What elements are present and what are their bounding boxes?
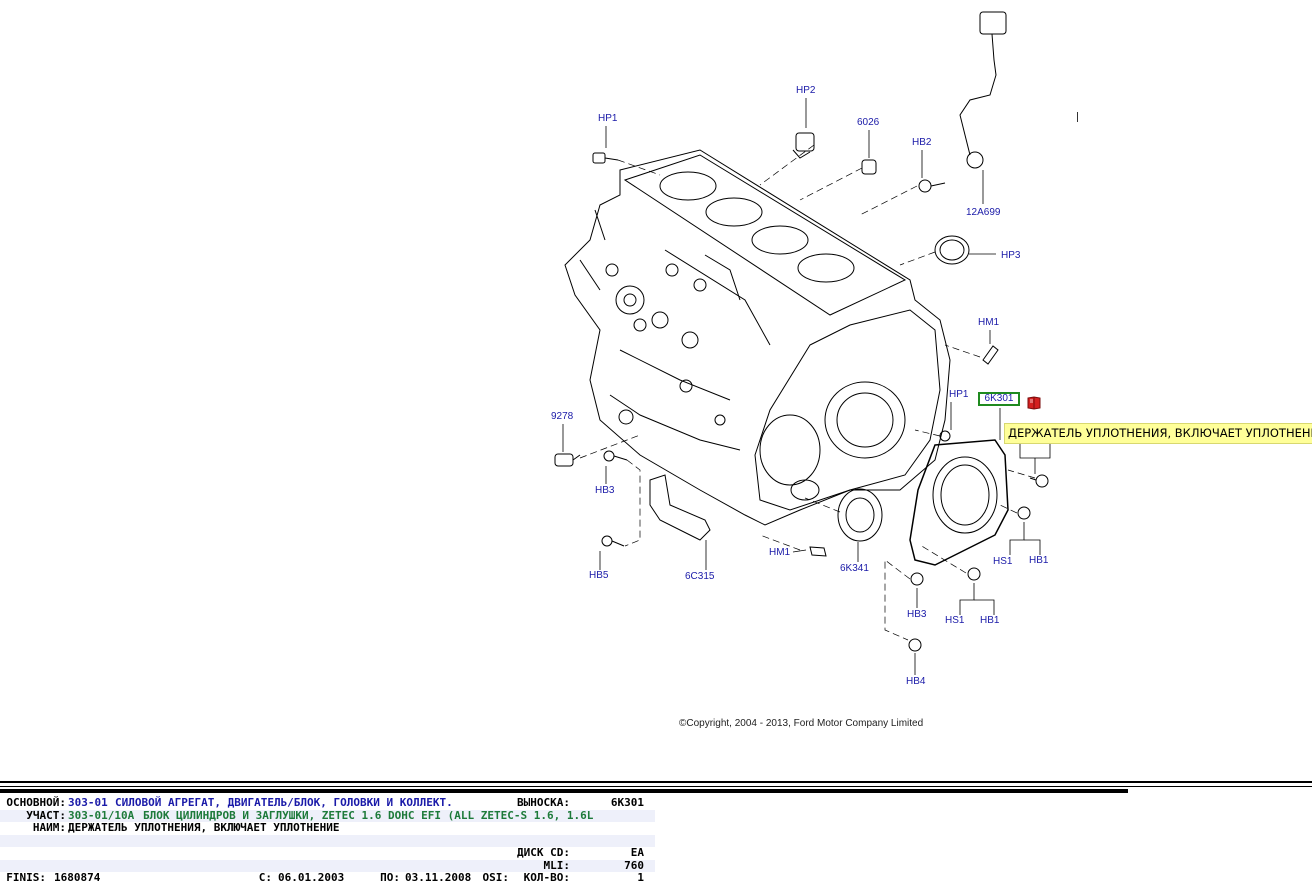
osnovnoy-code[interactable]: 303-01: [68, 796, 108, 809]
uchast-text: БЛОК ЦИЛИНДРОВ И ЗАГЛУШКИ, ZETEC 1.6 DOH…: [143, 808, 594, 822]
po-label: ПО:: [380, 871, 400, 884]
callout-hp2[interactable]: HP2: [796, 85, 816, 96]
vynoska-label: ВЫНОСКА:: [517, 796, 570, 809]
callout-hb2[interactable]: HB2: [912, 137, 932, 148]
callout-hp3[interactable]: HP3: [1001, 250, 1021, 261]
callout-6026[interactable]: 6026: [857, 117, 880, 128]
part-info-panel: ОСНОВНОЙ: 303-01 СИЛОВОЙ АГРЕГАТ, ДВИГАТ…: [0, 796, 655, 885]
copyright-text: ©Copyright, 2004 - 2013, Ford Motor Comp…: [679, 718, 924, 729]
divider-bottom: [0, 789, 1128, 793]
osnovnoy-label: ОСНОВНОЙ:: [6, 796, 66, 809]
callout-hb1-a[interactable]: HB1: [1029, 555, 1049, 566]
callout-hb5[interactable]: HB5: [589, 570, 609, 581]
vynoska-value: 6K301: [610, 796, 644, 809]
info-row-osnovnoy: ОСНОВНОЙ: 303-01 СИЛОВОЙ АГРЕГАТ, ДВИГАТ…: [0, 796, 655, 810]
info-row-blank: [0, 834, 655, 847]
callout-hb3-left[interactable]: HB3: [595, 485, 615, 496]
callout-hs1-a[interactable]: HS1: [993, 556, 1013, 567]
kolvo-label: КОЛ-ВО:: [523, 871, 570, 884]
callout-9278[interactable]: 9278: [551, 411, 574, 422]
naim-text: ДЕРЖАТЕЛЬ УПЛОТНЕНИЯ, ВКЛЮЧАЕТ УПЛОТНЕНИ…: [68, 821, 340, 834]
text-cursor: [1077, 112, 1078, 122]
disk-value: EA: [630, 846, 644, 859]
callout-12a699[interactable]: 12A699: [966, 207, 1001, 218]
info-row-finis: FINIS: 1680874 С: 06.01.2003 ПО: 03.11.2…: [0, 871, 655, 885]
info-row-naim: НАИМ: ДЕРЖАТЕЛЬ УПЛОТНЕНИЯ, ВКЛЮЧАЕТ УПЛ…: [0, 821, 655, 835]
callout-hb3-bottom[interactable]: HB3: [907, 609, 927, 620]
callout-hb1-b[interactable]: HB1: [980, 615, 1000, 626]
divider-middle: [0, 786, 1312, 787]
callout-hs1-b[interactable]: HS1: [945, 615, 965, 626]
kolvo-value: 1: [637, 871, 644, 884]
uchast-code[interactable]: 303-01/10A: [68, 808, 135, 822]
po-value: 03.11.2008: [405, 871, 472, 884]
callout-hm1-right[interactable]: HM1: [978, 317, 1000, 328]
callout-6k341[interactable]: 6K341: [840, 563, 869, 574]
exploded-parts-diagram: HP1 HP2 6026 HB2 12A699 HP3 HM1 HP1 9278…: [551, 11, 1312, 729]
finis-label: FINIS:: [6, 871, 46, 884]
callout-hp1-top[interactable]: HP1: [598, 113, 618, 124]
info-row-uchast: УЧАСТ: 303-01/10A БЛОК ЦИЛИНДРОВ И ЗАГЛУ…: [0, 808, 655, 822]
info-row-mli: MLI: 760: [0, 858, 655, 872]
info-row-disk: ДИСК CD: EA: [0, 846, 655, 860]
engine-block-drawing: [554, 11, 1051, 675]
osnovnoy-text: СИЛОВОЙ АГРЕГАТ, ДВИГАТЕЛЬ/БЛОК, ГОЛОВКИ…: [115, 796, 453, 809]
s-value: 06.01.2003: [278, 871, 345, 884]
s-label: С:: [258, 871, 272, 884]
uchast-label: УЧАСТ:: [26, 808, 66, 822]
callout-hp1-right[interactable]: HP1: [949, 389, 969, 400]
divider-top: [0, 781, 1312, 783]
selected-callout-6k301[interactable]: 6K301: [978, 392, 1020, 406]
mli-label: MLI:: [543, 858, 571, 872]
callout-hm1-bottom[interactable]: HM1: [769, 547, 791, 558]
osi-label: OSI:: [482, 871, 510, 884]
callout-6c315[interactable]: 6C315: [685, 571, 715, 582]
finis-value: 1680874: [54, 871, 101, 884]
mli-value: 760: [624, 858, 644, 872]
callout-hb4[interactable]: HB4: [906, 676, 926, 687]
naim-label: НАИМ:: [32, 821, 66, 834]
disk-label: ДИСК CD:: [517, 846, 570, 859]
book-icon[interactable]: [1027, 395, 1041, 410]
part-tooltip: ДЕРЖАТЕЛЬ УПЛОТНЕНИЯ, ВКЛЮЧАЕТ УПЛОТНЕНИ…: [1004, 423, 1312, 444]
